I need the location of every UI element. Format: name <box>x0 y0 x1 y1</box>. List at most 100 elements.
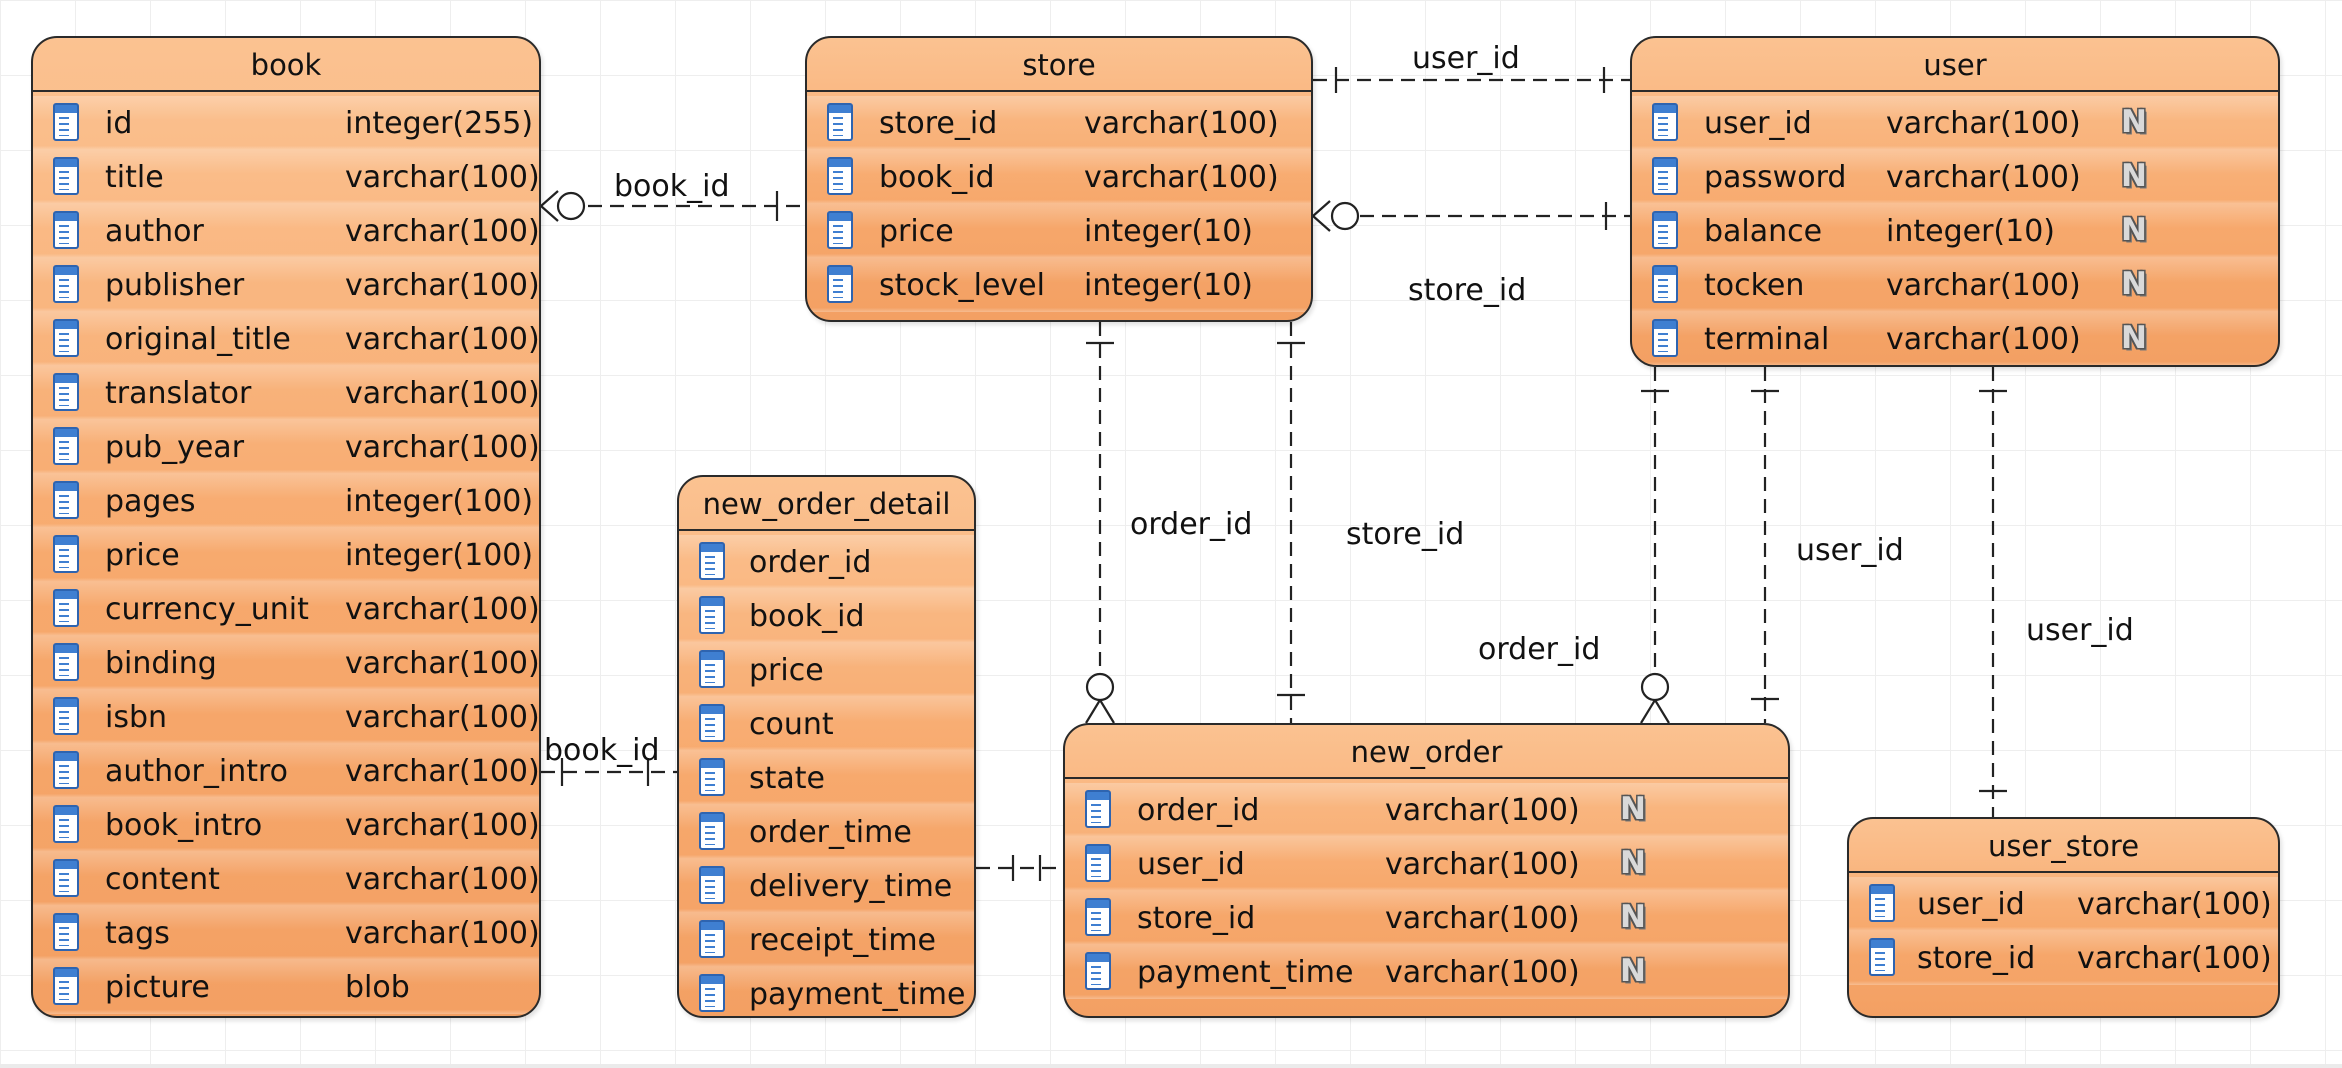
field-name: picture <box>105 969 210 1005</box>
field-name: book_intro <box>105 807 263 843</box>
field-type: varchar(100) <box>345 321 540 357</box>
rel-user-userstore[interactable]: user_id <box>1979 367 2134 817</box>
field-type: varchar(100) <box>1886 321 2081 357</box>
field-name: terminal <box>1704 321 1830 357</box>
relationship-label: store_id <box>1346 517 1464 552</box>
field-name: content <box>105 861 220 897</box>
field-type: varchar(100) <box>1385 900 1580 936</box>
field-type: varchar(100) <box>345 915 540 951</box>
rel-user-neworder-orderid[interactable]: order_id <box>1478 367 1670 724</box>
rel-detail-neworder[interactable] <box>976 855 1063 881</box>
column-icon <box>53 427 79 465</box>
field-name: store_id <box>879 105 998 141</box>
column-icon <box>1085 844 1111 882</box>
field-name: store_id <box>1917 940 2036 976</box>
column-icon <box>1869 938 1895 976</box>
column-icon <box>699 704 725 742</box>
field-row[interactable]: book_id <box>679 589 974 643</box>
field-row[interactable]: receipt_time <box>679 913 974 967</box>
field-row[interactable]: count <box>679 697 974 751</box>
field-type: varchar(100) <box>1886 159 2081 195</box>
field-name: author_intro <box>105 753 289 789</box>
field-row[interactable]: author_intro varchar(100) <box>33 744 539 798</box>
column-icon <box>827 265 853 303</box>
field-type: varchar(100) <box>345 753 540 789</box>
field-row[interactable]: price <box>679 643 974 697</box>
field-row[interactable]: delivery_time <box>679 859 974 913</box>
field-name: price <box>879 213 954 249</box>
not-null-icon: N <box>2121 104 2147 140</box>
rel-store-user-storeid[interactable]: store_id <box>1312 200 1630 308</box>
field-type: integer(10) <box>1084 213 1253 249</box>
field-type: integer(255) <box>345 105 534 141</box>
field-type: varchar(100) <box>2077 886 2272 922</box>
field-row[interactable]: order_id <box>679 535 974 589</box>
field-name: user_id <box>1137 846 1245 882</box>
field-row[interactable]: order_time <box>679 805 974 859</box>
entity-title: book <box>33 38 539 92</box>
column-icon <box>53 211 79 249</box>
field-name: balance <box>1704 213 1823 249</box>
field-type: varchar(100) <box>345 861 540 897</box>
field-type: varchar(100) <box>345 159 540 195</box>
rel-store-neworder-storeid[interactable]: store_id <box>1277 322 1464 723</box>
rel-user-neworder-userid[interactable]: user_id <box>1751 367 1904 723</box>
rel-store-user-userid[interactable]: user_id <box>1313 41 1630 93</box>
field-row[interactable]: state <box>679 751 974 805</box>
rel-book-store[interactable]: book_id <box>540 169 810 222</box>
field-name: stock_level <box>879 267 1045 303</box>
field-row[interactable]: payment_time <box>679 967 974 1016</box>
field-name: isbn <box>105 699 168 735</box>
column-icon <box>53 697 79 735</box>
entity-title: store <box>807 38 1311 92</box>
field-row[interactable]: price integer(10) <box>807 204 1311 258</box>
column-icon <box>827 211 853 249</box>
relationship-label: user_id <box>1412 41 1520 76</box>
entity-title: user_store <box>1849 819 2278 873</box>
field-type: varchar(100) <box>1385 846 1580 882</box>
column-icon <box>699 758 725 796</box>
column-icon <box>53 157 79 195</box>
rel-store-neworder-orderid[interactable]: order_id <box>1085 322 1252 724</box>
field-row[interactable]: content varchar(100) <box>33 852 539 906</box>
rel-book-detail[interactable]: book_id <box>541 733 677 786</box>
